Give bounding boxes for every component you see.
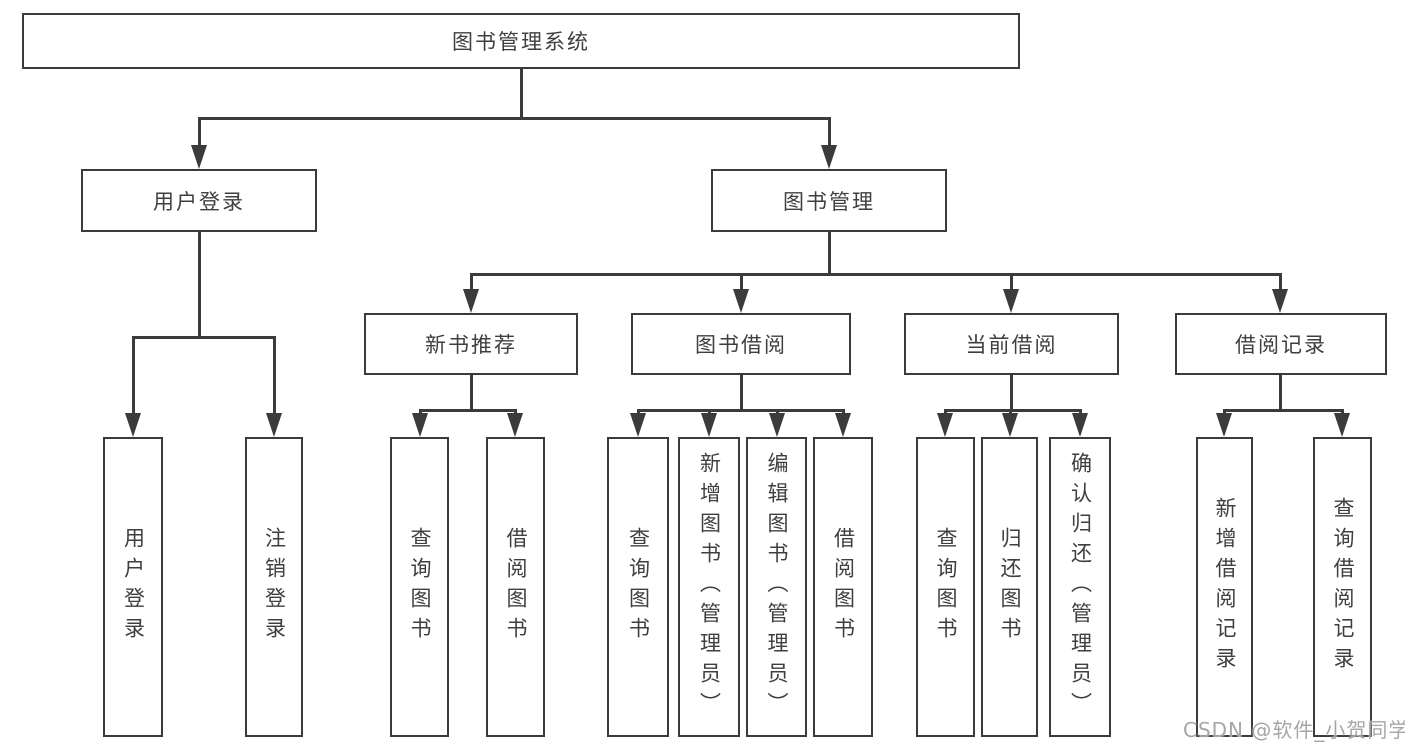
- connector-current-stem: [1010, 375, 1013, 409]
- arrow-down-icon: [191, 145, 207, 169]
- leaf-borrow-add-admin: 新增图书（管理员）: [678, 437, 740, 737]
- arrow-down-icon: [1003, 289, 1019, 313]
- node-new-book-recommend: 新书推荐: [364, 313, 578, 375]
- connector-root-drop-left: [198, 117, 201, 151]
- node-book-borrow: 图书借阅: [631, 313, 851, 375]
- leaf-record-add-label: 新增借阅记录: [1213, 497, 1237, 677]
- node-user-login: 用户登录: [81, 169, 317, 232]
- leaf-record-query-label: 查询借阅记录: [1331, 497, 1355, 677]
- connector-bookmgmt-bar: [470, 273, 1282, 276]
- leaf-current-query-label: 查询图书: [934, 527, 958, 647]
- arrow-down-icon: [769, 413, 785, 437]
- leaf-current-return: 归还图书: [981, 437, 1038, 737]
- leaf-borrow-query: 查询图书: [607, 437, 669, 737]
- connector-userlogin-stem: [198, 232, 201, 336]
- leaf-borrow-edit-admin-label: 编辑图书（管理员）: [765, 452, 789, 722]
- connector-bookmgmt-drop-1: [470, 273, 473, 293]
- arrow-down-icon: [1072, 413, 1088, 437]
- connector-root-stem: [520, 69, 523, 117]
- connector-borrow-bar: [637, 409, 845, 412]
- leaf-current-confirm-admin-label: 确认归还（管理员）: [1068, 452, 1093, 722]
- arrow-down-icon: [1334, 413, 1350, 437]
- connector-bookmgmt-stem: [828, 232, 831, 273]
- leaf-newbook-borrow: 借阅图书: [486, 437, 545, 737]
- node-current-borrow: 当前借阅: [904, 313, 1119, 375]
- node-book-borrow-label: 图书借阅: [695, 333, 787, 357]
- arrow-down-icon: [1272, 289, 1288, 313]
- arrow-down-icon: [463, 289, 479, 313]
- leaf-current-return-label: 归还图书: [998, 527, 1022, 647]
- leaf-current-query: 查询图书: [916, 437, 975, 737]
- connector-newbook-stem: [470, 375, 473, 409]
- node-book-management: 图书管理: [711, 169, 947, 232]
- connector-userlogin-drop-2: [273, 336, 276, 420]
- node-new-book-recommend-label: 新书推荐: [425, 333, 517, 357]
- arrow-down-icon: [507, 413, 523, 437]
- connector-bookmgmt-drop-2: [740, 273, 743, 293]
- connector-record-stem: [1279, 375, 1282, 409]
- arrow-down-icon: [1216, 413, 1232, 437]
- leaf-record-query: 查询借阅记录: [1313, 437, 1372, 737]
- arrow-down-icon: [835, 413, 851, 437]
- leaf-borrow-book: 借阅图书: [813, 437, 873, 737]
- arrow-down-icon: [630, 413, 646, 437]
- leaf-record-add: 新增借阅记录: [1196, 437, 1253, 737]
- arrow-down-icon: [821, 145, 837, 169]
- leaf-logout: 注销登录: [245, 437, 303, 737]
- arrow-down-icon: [701, 413, 717, 437]
- arrow-down-icon: [937, 413, 953, 437]
- connector-bookmgmt-drop-3: [1010, 273, 1013, 293]
- connector-newbook-bar: [419, 409, 517, 412]
- node-current-borrow-label: 当前借阅: [965, 333, 1058, 357]
- leaf-borrow-book-label: 借阅图书: [831, 527, 856, 647]
- leaf-newbook-query-label: 查询图书: [408, 527, 432, 647]
- node-root-label: 图书管理系统: [452, 30, 590, 54]
- leaf-current-confirm-admin: 确认归还（管理员）: [1049, 437, 1111, 737]
- leaf-newbook-borrow-label: 借阅图书: [504, 527, 528, 647]
- arrow-down-icon: [266, 413, 282, 437]
- arrow-down-icon: [733, 289, 749, 313]
- connector-borrow-stem: [740, 375, 743, 409]
- arrow-down-icon: [125, 413, 141, 437]
- node-borrow-record: 借阅记录: [1175, 313, 1387, 375]
- connector-current-bar: [944, 409, 1082, 412]
- node-book-management-label: 图书管理: [783, 189, 875, 214]
- leaf-newbook-query: 查询图书: [390, 437, 449, 737]
- connector-root-bar: [198, 117, 831, 120]
- csdn-watermark: CSDN @软件_小贺同学: [1183, 718, 1405, 742]
- leaf-borrow-add-admin-label: 新增图书（管理员）: [697, 452, 722, 722]
- leaf-borrow-query-label: 查询图书: [626, 527, 651, 647]
- node-user-login-label: 用户登录: [153, 189, 245, 214]
- arrow-down-icon: [412, 413, 428, 437]
- leaf-user-login-label: 用户登录: [121, 527, 146, 647]
- connector-root-drop-right: [828, 117, 831, 151]
- leaf-borrow-edit-admin: 编辑图书（管理员）: [746, 437, 807, 737]
- arrow-down-icon: [1002, 413, 1018, 437]
- connector-userlogin-bar: [132, 336, 276, 339]
- leaf-user-login: 用户登录: [103, 437, 163, 737]
- node-borrow-record-label: 借阅记录: [1235, 333, 1327, 357]
- leaf-logout-label: 注销登录: [262, 527, 287, 647]
- connector-record-bar: [1223, 409, 1344, 412]
- connector-userlogin-drop-1: [132, 336, 135, 420]
- connector-bookmgmt-drop-4: [1279, 273, 1282, 293]
- node-root-system: 图书管理系统: [22, 13, 1020, 69]
